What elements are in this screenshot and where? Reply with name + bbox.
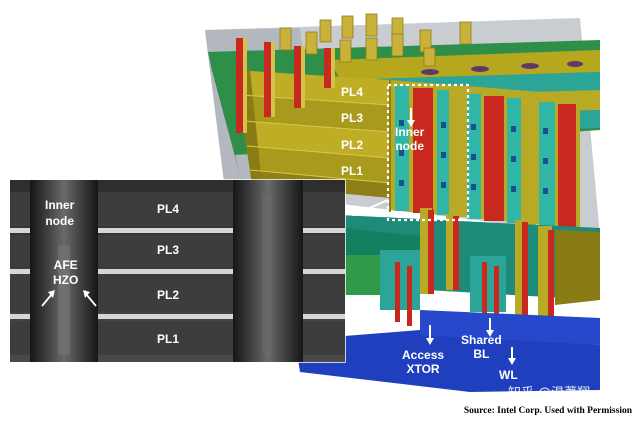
sem-bands	[10, 228, 345, 319]
cell-array	[389, 80, 580, 229]
top-contacts	[279, 13, 472, 67]
highlight-box	[386, 83, 470, 222]
shared-bl-label: Shared BL	[461, 333, 502, 361]
blue-base-top	[420, 310, 600, 345]
blue-base	[295, 330, 600, 392]
pl3-label-3d: PL3	[341, 111, 364, 125]
substrate-front	[208, 52, 240, 175]
watermark: 知乎 @温著翔	[508, 386, 591, 401]
inner-node-label-3d: Inner node	[395, 125, 425, 153]
lower-region	[340, 208, 600, 326]
wl-label: WL	[499, 368, 518, 382]
plate-stack	[235, 70, 391, 198]
top-pillars	[236, 38, 335, 133]
pl1-label-sem: PL1	[157, 332, 180, 346]
afe-hzo-label: AFE HZO	[53, 258, 79, 287]
pl2-label-sem: PL2	[157, 288, 180, 302]
access-xtor-label: Access XTOR	[402, 348, 445, 376]
arrows-3d	[352, 108, 516, 365]
pl4-label-3d: PL4	[341, 85, 364, 99]
pl1-label-3d: PL1	[341, 164, 364, 178]
pl2-label-3d: PL2	[341, 138, 364, 152]
inner-node-label-sem: Inner node	[45, 198, 75, 228]
source-caption: Source: Intel Corp. Used with Permission	[463, 406, 632, 416]
pl3-label-sem: PL3	[157, 243, 180, 257]
sem-arrows	[41, 290, 97, 307]
pl4-label-sem: PL4	[157, 202, 180, 216]
sem-inset	[9, 179, 346, 363]
